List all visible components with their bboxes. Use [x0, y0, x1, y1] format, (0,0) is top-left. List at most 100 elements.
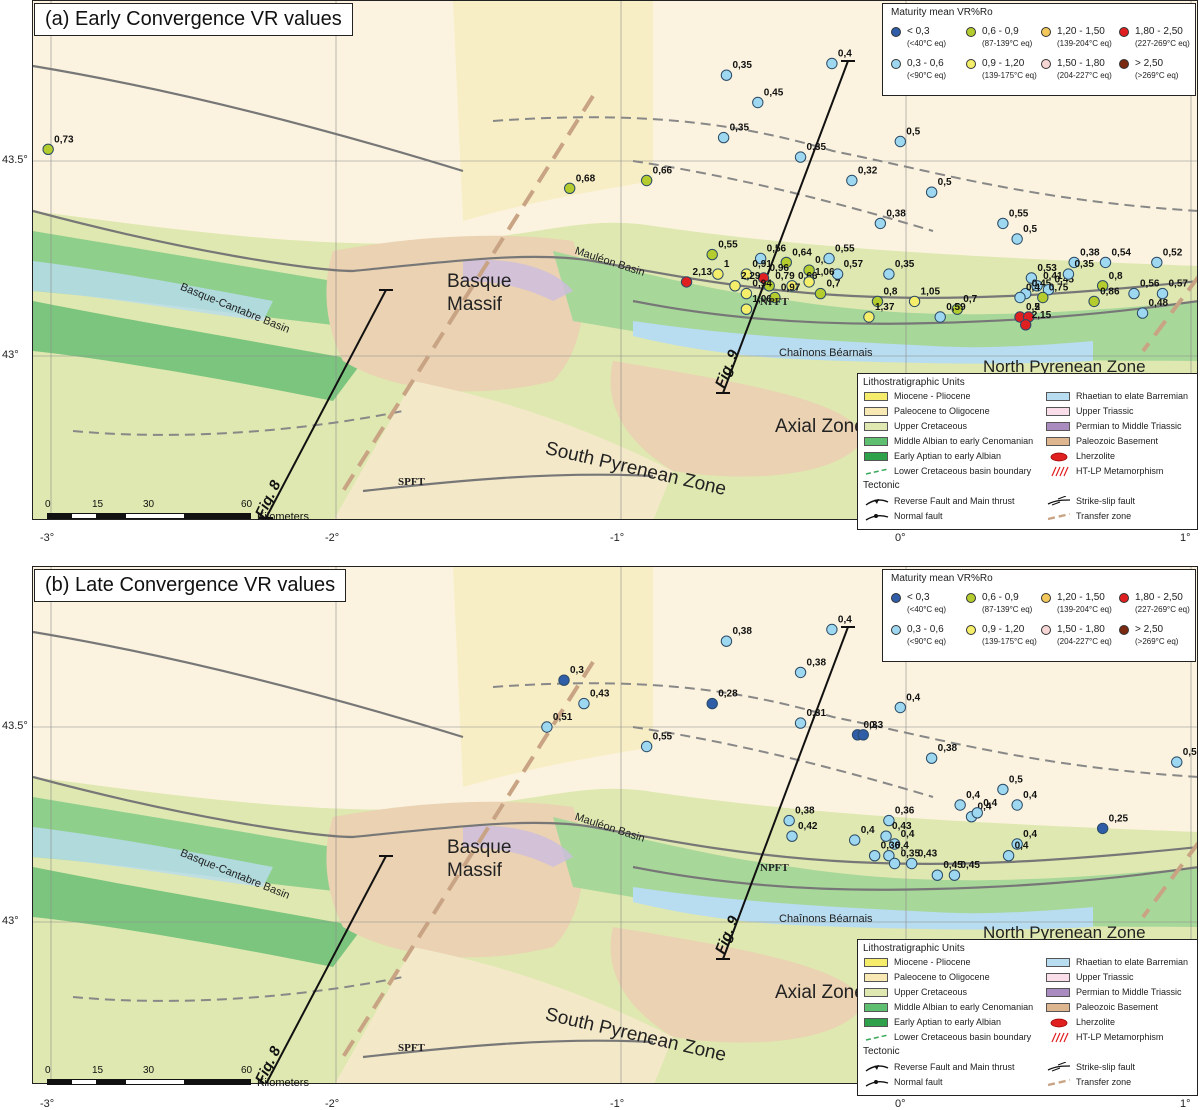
- vr-sample-value: 0,4: [895, 841, 909, 852]
- longitude-tick-label: -2°: [325, 1098, 340, 1110]
- vr-sample-dot: [925, 186, 938, 198]
- tectonic-label: Normal fault: [894, 1077, 943, 1087]
- litho-label: Paleozoic Basement: [1076, 436, 1159, 446]
- maturity-color-dot: [966, 625, 976, 635]
- vr-sample-value: 0,45: [960, 860, 980, 871]
- litho-legend-item: Lherzolite: [1046, 1017, 1196, 1028]
- maturity-range: 1,50 - 1,80: [1057, 624, 1105, 635]
- transfer-zone-east: [1141, 841, 1197, 919]
- tectonic-title: Tectonic: [863, 480, 900, 491]
- vr-sample-value: 0,7: [963, 294, 977, 305]
- transfer-zone-west: [341, 94, 595, 493]
- vr-sample-value: 0,43: [590, 689, 610, 700]
- vr-sample-value: 0,4: [901, 829, 915, 840]
- vr-sample-value: 0,3: [864, 720, 878, 731]
- scale-bar-tick: 60: [241, 499, 253, 510]
- basin-boundary-symbol: [864, 466, 890, 477]
- vr-sample-dot: [757, 272, 770, 284]
- longitude-tick-label: -2°: [325, 532, 340, 544]
- basque-massif-label-line1: Basque: [447, 271, 512, 292]
- vr-sample-dot: [880, 830, 892, 842]
- basin-boundary-mid: [632, 726, 934, 798]
- vr-sample-value: 0,66: [798, 271, 818, 282]
- litho-label: Permian to Middle Triassic: [1076, 987, 1182, 997]
- scale-bar-tick: 60: [241, 1065, 253, 1076]
- vr-sample-dot: [42, 143, 54, 156]
- vr-sample-value: 0,38: [732, 626, 752, 637]
- tectonic-label: Transfer zone: [1076, 1077, 1132, 1087]
- vr-sample-dot: [754, 252, 767, 265]
- tertiary-area-north: [453, 1, 653, 221]
- vr-sample-value: 0,55: [835, 244, 855, 255]
- vr-sample-value: 0,55: [718, 240, 738, 251]
- maturity-legend-item: 0,3 - 0,6(<90°C eq): [891, 58, 971, 86]
- vr-sample-value: 0,43: [892, 821, 912, 832]
- vr-sample-dot: [558, 674, 570, 686]
- vr-sample-dot: [951, 303, 963, 315]
- maturity-legend-item: > 2,50(>269°C eq): [1119, 58, 1199, 86]
- vr-sample-dot: [1014, 291, 1026, 304]
- scale-bar-segment: [185, 513, 251, 519]
- maturity-legend-item: 1,80 - 2,50(227-269°C eq): [1119, 592, 1199, 620]
- vr-sample-dot: [740, 268, 753, 280]
- vr-sample-dot: [740, 287, 753, 300]
- vr-sample-value: 0,31: [807, 708, 827, 719]
- vr-sample-dot: [1171, 756, 1183, 768]
- vr-sample-dot: [1002, 850, 1015, 862]
- tertiary-area-north: [453, 567, 653, 787]
- litho-legend-item: Early Aptian to early Albian: [864, 1017, 1054, 1028]
- vr-sample-dot: [871, 295, 884, 308]
- vr-sample-dot: [794, 666, 807, 679]
- maturity-temperature-eq: (139-204°C eq): [1057, 605, 1112, 614]
- vr-sample-value: 0,91: [752, 259, 772, 270]
- reverse-fault-symbol: [864, 1062, 890, 1073]
- vr-sample-dot: [1128, 287, 1140, 300]
- litho-legend-item: Lower Cretaceous basin boundary: [864, 1032, 1054, 1043]
- vr-sample-value: 0,4: [1015, 841, 1029, 852]
- vr-sample-value: 0,35: [732, 60, 752, 71]
- vr-sample-value: 0,94: [752, 279, 772, 290]
- vr-sample-value: 0,8: [884, 286, 898, 297]
- vr-sample-value: 0,35: [895, 259, 915, 270]
- maturity-legend-item: < 0,3(<40°C eq): [891, 26, 971, 54]
- maturity-color-dot: [1041, 27, 1051, 37]
- litho-swatch: [1046, 1003, 1070, 1012]
- maturity-range: 1,80 - 2,50: [1135, 592, 1183, 603]
- longitude-tick-label: -1°: [610, 532, 625, 544]
- albian-area-west: [33, 231, 393, 331]
- vr-sample-dot: [883, 814, 895, 827]
- maturity-temperature-eq: (139-175°C eq): [982, 71, 1037, 80]
- vr-sample-dot: [971, 807, 983, 819]
- vr-sample-dot: [934, 311, 946, 323]
- vr-sample-dot: [1042, 284, 1055, 296]
- tectonic-label: Normal fault: [894, 511, 943, 521]
- litho-legend-item: Paleocene to Oligocene: [864, 406, 1054, 417]
- geologic-map: 0,730,350,450,40,350,350,50,660,680,320,…: [33, 1, 1197, 519]
- vr-sample-value: 0,79: [775, 271, 795, 282]
- tectonic-legend-item: Transfer zone: [1046, 511, 1196, 522]
- chainons-bearnais-label: Chaînons Béarnais: [779, 347, 873, 359]
- vr-sample-dot: [1037, 291, 1049, 304]
- transfer-zone-symbol: [1046, 1077, 1072, 1088]
- reverse-fault-symbol: [864, 496, 890, 507]
- vr-sample-dot: [868, 850, 881, 862]
- metamorphism-symbol: [1046, 466, 1072, 477]
- maturity-legend-item: 0,6 - 0,9(87-139°C eq): [966, 26, 1046, 54]
- transfer-zones: [341, 94, 1197, 493]
- litho-label: Lherzolite: [1076, 451, 1116, 461]
- cross-sections: [259, 60, 855, 519]
- tectonic-legend-item: Transfer zone: [1046, 1077, 1196, 1088]
- vr-sample-value: 0,35: [1074, 259, 1094, 270]
- vr-sample-dot: [849, 834, 861, 846]
- litho-swatch: [1046, 422, 1070, 431]
- litho-legend-item: Rhaetian to elate Barremian: [1046, 957, 1196, 968]
- triassic-area-west: [33, 827, 273, 887]
- vr-sample-dot: [1011, 799, 1023, 811]
- litho-label: Paleocene to Oligocene: [894, 972, 990, 982]
- vr-sample-value: 0,28: [718, 689, 738, 700]
- litho-label: Middle Albian to early Cenomanian: [894, 436, 1034, 446]
- fig8-section-line: [265, 855, 387, 1083]
